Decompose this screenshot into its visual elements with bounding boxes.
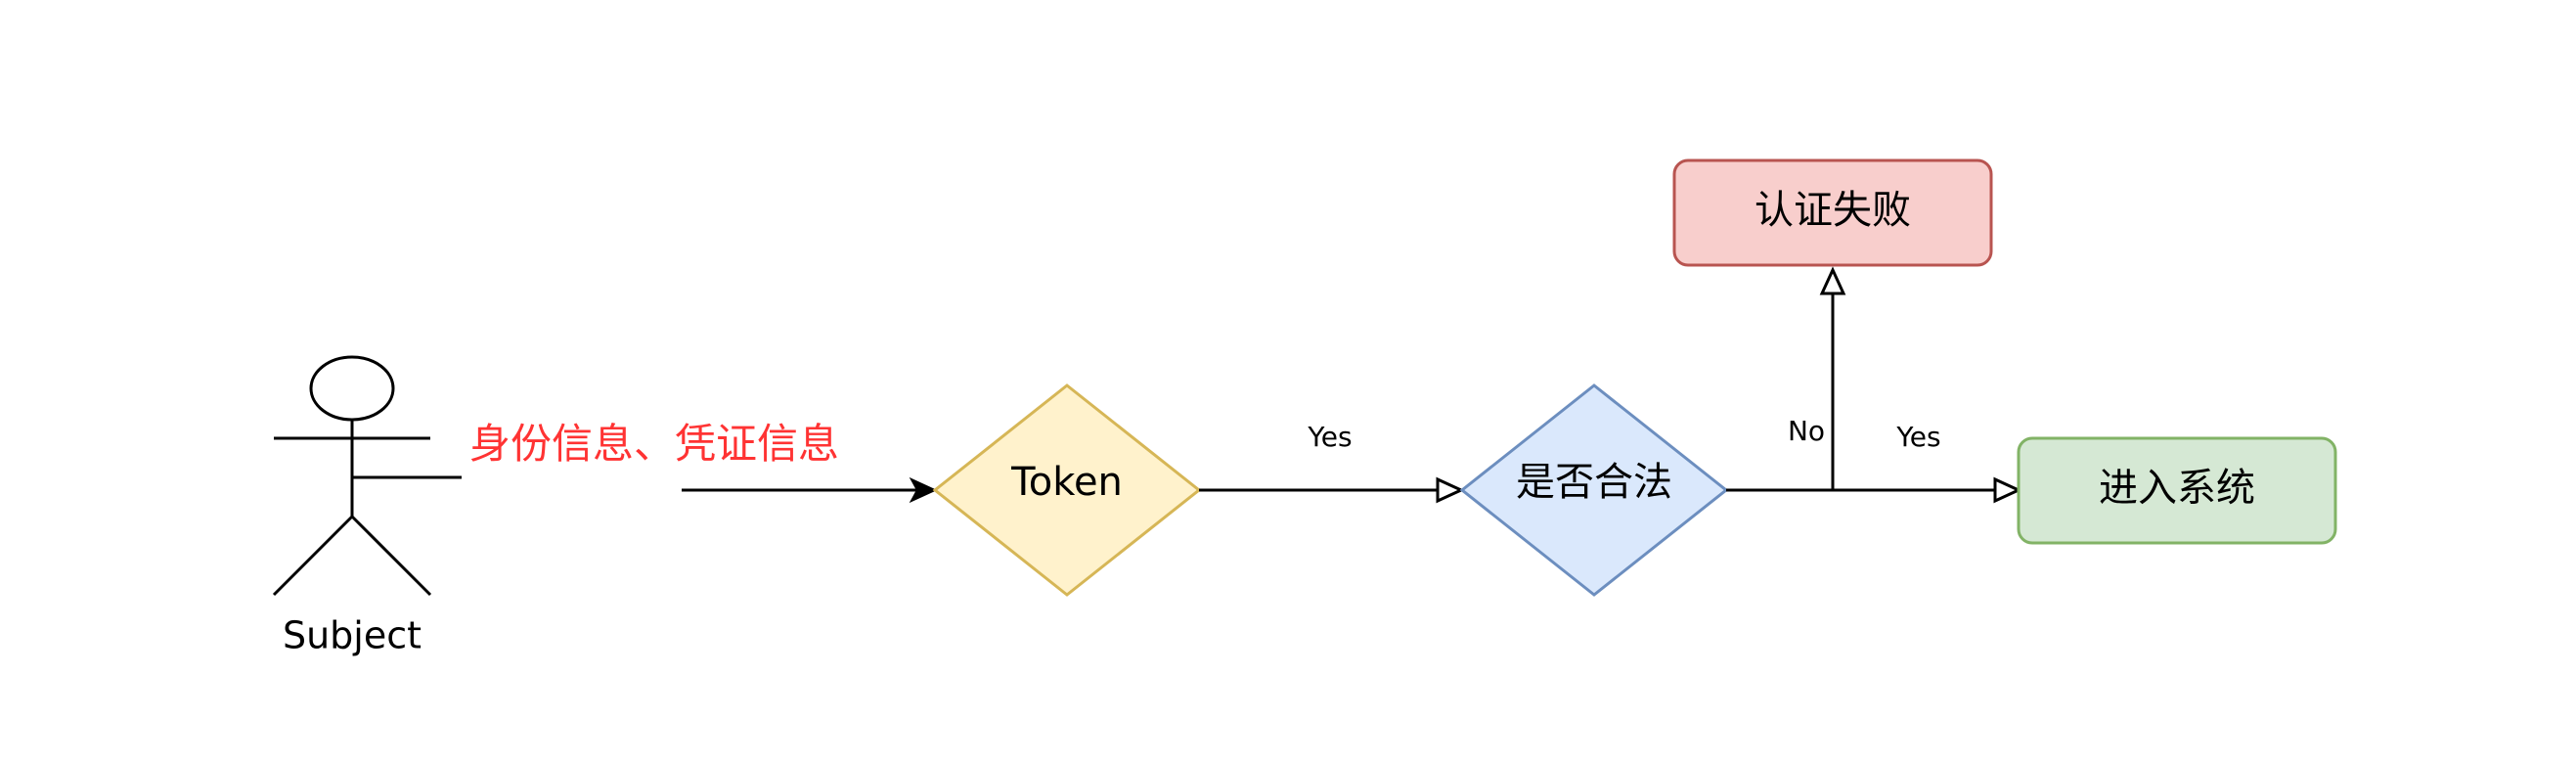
edge-check-failed-label: No — [1788, 415, 1825, 447]
actor-head — [309, 355, 395, 422]
node-valid-check[interactable]: 是否合法 — [1459, 383, 1729, 597]
valid-check-label: 是否合法 — [1516, 460, 1672, 505]
node-token[interactable]: Token — [932, 383, 1202, 597]
edge-actor-token-arrowhead — [909, 476, 938, 504]
actor-label: Subject — [283, 614, 422, 657]
edge-check-system-arrowhead — [1993, 476, 2022, 504]
auth-failed-box[interactable] — [1672, 158, 1993, 267]
edge-token-check-label: Yes — [1307, 421, 1352, 453]
edge-token-to-check: Yes — [1199, 421, 1465, 504]
edge-actor-to-token: 身份信息、凭证信息 — [352, 420, 938, 504]
edge-check-system-label: Yes — [1895, 421, 1940, 453]
edge-check-to-failed: No — [1788, 266, 1846, 490]
edge-check-to-system: Yes — [1726, 421, 2022, 504]
edge-check-failed-arrowhead — [1819, 266, 1846, 295]
node-auth-failed[interactable]: 认证失败 — [1672, 158, 1993, 267]
auth-failed-label: 认证失败 — [1754, 188, 1911, 233]
actor-subject: Subject — [272, 355, 432, 657]
actor-right-leg — [350, 515, 432, 597]
token-label: Token — [1010, 460, 1123, 505]
actor-left-leg — [272, 515, 354, 597]
node-enter-system[interactable]: 进入系统 — [2017, 436, 2337, 545]
flow-label-identity-credentials: 身份信息、凭证信息 — [469, 420, 839, 468]
enter-system-box[interactable] — [2017, 436, 2337, 545]
edge-token-check-arrowhead — [1436, 476, 1465, 504]
valid-check-diamond[interactable] — [1459, 383, 1729, 597]
enter-system-label: 进入系统 — [2099, 466, 2255, 511]
token-diamond[interactable] — [932, 383, 1202, 597]
